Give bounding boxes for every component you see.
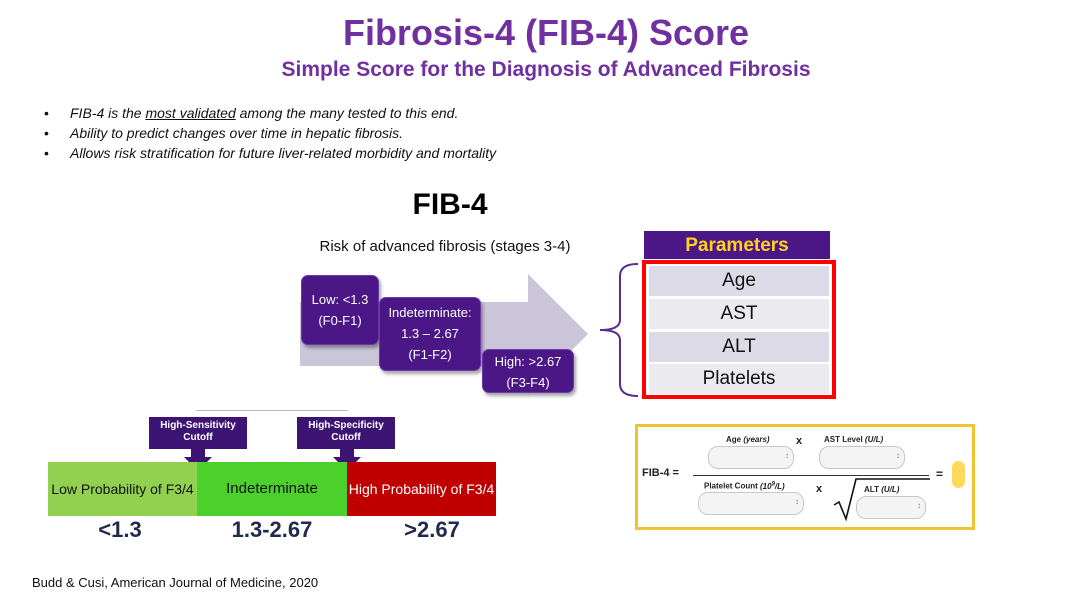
stage-high-stage: (F3-F4) [506, 375, 550, 390]
ast-input[interactable] [819, 446, 905, 469]
bullet-text-after: among the many tested to this end. [235, 105, 459, 121]
value-high: >2.67 [404, 517, 460, 542]
ast-label: AST Level (U/L) [824, 435, 883, 444]
high-sensitivity-cutoff-line2: Cutoff [183, 432, 213, 443]
page-subtitle: Simple Score for the Diagnosis of Advanc… [281, 58, 811, 81]
high-sensitivity-cutoff-label: High-Sensitivity Cutoff [149, 417, 247, 449]
ast-label-unit: (U/L) [864, 435, 884, 444]
fraction-bar [693, 475, 929, 476]
stage-indeterminate-range: 1.3 – 2.67 [401, 326, 459, 341]
citation: Budd & Cusi, American Journal of Medicin… [32, 575, 319, 590]
alt-input[interactable] [856, 496, 926, 519]
parameter-ast: AST [649, 299, 829, 329]
parameter-age: Age [649, 266, 829, 296]
age-label-text: Age [726, 435, 742, 444]
stage-high-box: High: >2.67 (F3-F4) [482, 349, 574, 393]
bullet-glyph: • [44, 145, 49, 161]
high-specificity-cutoff-line1: High-Specificity [308, 420, 384, 431]
platelet-unit-exp: 9 [771, 481, 775, 487]
stage-indeterminate-box: Indeterminate: 1.3 – 2.67 (F1-F2) [379, 297, 481, 371]
page-title: Fibrosis-4 (FIB-4) Score [342, 12, 750, 53]
multiply-sign: x [796, 435, 803, 447]
alt-label: ALT (U/L) [864, 485, 899, 494]
sensitivity-cutoff-arrow-icon [184, 449, 212, 471]
platelet-label-text: Platelet Count [704, 481, 758, 491]
bullet-emphasis: most validated [145, 105, 236, 121]
stage-low-box: Low: <1.3 (F0-F1) [301, 275, 379, 345]
stage-indeterminate-stage: (F1-F2) [408, 347, 452, 362]
bullet-glyph: • [44, 125, 49, 141]
band-indeterminate: Indeterminate [197, 462, 347, 516]
platelet-input[interactable] [698, 492, 804, 515]
alt-label-unit: (U/L) [881, 485, 900, 494]
age-input[interactable] [708, 446, 794, 469]
alt-label-text: ALT [864, 485, 879, 494]
value-indeterminate: 1.3-2.67 [231, 517, 313, 542]
stage-low-label: Low: <1.3 [311, 292, 369, 307]
specificity-cutoff-arrow-icon [333, 449, 361, 471]
band-low-probability: Low Probability of F3/4 [48, 462, 197, 516]
bullet-text-before: FIB-4 is the [70, 105, 146, 121]
high-specificity-cutoff-line2: Cutoff [331, 432, 361, 443]
bullet-glyph: • [44, 105, 49, 121]
stage-low-stage: (F0-F1) [318, 313, 362, 328]
bullet-text: Ability to predict changes over time in … [70, 125, 404, 141]
bullet-text: Allows risk stratification for future li… [70, 145, 497, 161]
platelet-unit-post: /L) [774, 481, 785, 491]
age-label: Age (years) [726, 435, 770, 444]
equals-sign: = [936, 467, 944, 481]
fib4-heading: FIB-4 [412, 188, 488, 221]
high-specificity-cutoff-label: High-Specificity Cutoff [297, 417, 395, 449]
cutoff-connector-line [196, 410, 348, 411]
platelet-label: Platelet Count (109/L) [704, 481, 785, 491]
curly-brace-icon [599, 263, 639, 397]
parameters-list: Age AST ALT Platelets [642, 260, 836, 399]
result-output [952, 461, 965, 488]
fib4-calculator: FIB-4 = Age (years) x AST Level (U/L) Pl… [635, 424, 975, 530]
ast-label-text: AST Level [824, 435, 863, 444]
platelet-unit-pre: (10 [760, 481, 772, 491]
stage-indeterminate-label: Indeterminate: [388, 305, 472, 320]
bullet-text: FIB-4 is the most validated among the ma… [70, 105, 458, 121]
sqrt-icon [833, 478, 930, 522]
age-label-unit: (years) [743, 435, 770, 444]
multiply-sign-2: x [816, 483, 823, 495]
calculator-lhs: FIB-4 = [642, 467, 679, 479]
band-high-probability: High Probability of F3/4 [347, 462, 496, 516]
parameters-header: Parameters [644, 231, 830, 259]
parameter-alt: ALT [649, 332, 829, 362]
value-low: <1.3 [98, 517, 142, 542]
stage-high-label: High: >2.67 [494, 354, 562, 369]
parameter-platelets: Platelets [649, 364, 829, 394]
risk-caption: Risk of advanced fibrosis (stages 3-4) [319, 238, 571, 255]
high-sensitivity-cutoff-line1: High-Sensitivity [160, 420, 236, 431]
